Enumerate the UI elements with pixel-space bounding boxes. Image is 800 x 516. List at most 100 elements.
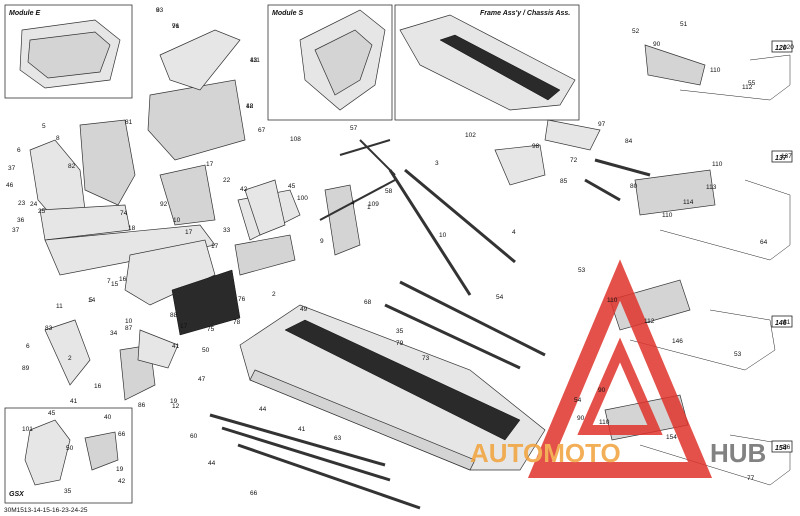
- callout-number: 58: [385, 188, 393, 195]
- module-e-inset: Module E: [4, 4, 133, 99]
- callout-number: 53: [578, 267, 586, 274]
- callout-number: 90: [653, 41, 661, 48]
- callout-number: 37: [12, 227, 20, 234]
- callout-number: 93: [156, 7, 164, 14]
- callout-number: 37: [8, 165, 16, 172]
- callout-number: 98: [532, 143, 540, 150]
- callout-number: 114: [683, 199, 694, 206]
- callout-number: 14: [88, 297, 96, 304]
- callout-number: 52: [632, 28, 640, 35]
- callout-number: 44: [259, 406, 267, 413]
- callout-number: 10: [439, 232, 447, 239]
- model-tags: 120 137 146 154: [771, 40, 793, 453]
- callout-number: 5: [89, 297, 93, 304]
- callout-number: 1: [367, 204, 371, 211]
- callout-number: 66: [250, 490, 258, 497]
- callout-number: 45: [48, 410, 56, 417]
- callout-number: 6: [17, 147, 21, 154]
- callout-number: 18: [246, 103, 254, 110]
- diagram-code: 30M1513-14-15-16-23-24-25: [4, 507, 88, 514]
- callout-number: 22: [223, 177, 231, 184]
- callout-number: 18: [128, 225, 136, 232]
- callout-number: 73: [422, 355, 430, 362]
- module-s-label: Module S: [272, 10, 303, 17]
- tunnel: [239, 304, 546, 471]
- callout-number: 5: [42, 123, 46, 130]
- callout-number: 83: [45, 325, 53, 332]
- callout-number: 146: [672, 338, 683, 345]
- callout-number: 50: [66, 445, 74, 452]
- callout-number: 8: [156, 7, 160, 14]
- callout-number: 41: [70, 398, 78, 405]
- callout-number: 24: [30, 201, 38, 208]
- callout-number: 72: [570, 157, 578, 164]
- callout-number: 15: [111, 281, 119, 288]
- callout-number: 61: [783, 319, 791, 326]
- callout-number: 55: [748, 80, 756, 87]
- callout-number: 8: [56, 135, 60, 142]
- callout-number: 102: [465, 132, 476, 139]
- callout-number: 86: [138, 402, 146, 409]
- callout-number: 76: [238, 296, 246, 303]
- callout-number: 7: [107, 278, 111, 285]
- callout-number: 51: [680, 21, 688, 28]
- callout-number: 34: [110, 330, 118, 337]
- callout-number: 19: [116, 466, 124, 473]
- callout-number: 2: [272, 291, 276, 298]
- callout-number: 40: [104, 414, 112, 421]
- callout-number: 87: [125, 325, 133, 332]
- callout-number: 90: [577, 415, 585, 422]
- callout-number: 54: [574, 397, 582, 404]
- callout-number: 110: [662, 212, 673, 219]
- callout-number: 78: [233, 319, 241, 326]
- callout-number: 46: [6, 182, 14, 189]
- callout-number: 79: [396, 340, 404, 347]
- callout-number: 89: [22, 365, 30, 372]
- left-parts: [29, 29, 361, 401]
- callout-number: 68: [364, 299, 372, 306]
- callout-number: 35: [396, 328, 404, 335]
- watermark: AUTOMOTO HUB: [470, 259, 766, 478]
- callout-number: 109: [368, 201, 379, 208]
- callout-number: 75: [207, 326, 215, 333]
- watermark-text-left: AUTOMOTO: [470, 438, 621, 468]
- frame-assy-inset: Frame Ass'y / Chassis Ass.: [394, 4, 580, 121]
- module-s-inset: Module S: [267, 4, 393, 121]
- callout-number: 64: [760, 239, 768, 246]
- callout-number: 82: [68, 163, 76, 170]
- callout-number: 47: [198, 376, 206, 383]
- callout-number: 80: [630, 183, 638, 190]
- callout-number: 10: [125, 318, 133, 325]
- callout-number: 81: [125, 119, 133, 126]
- tag-120: 120: [775, 45, 787, 52]
- callout-number: 54: [496, 294, 504, 301]
- module-e-label: Module E: [9, 10, 40, 17]
- callout-number: 63: [334, 435, 342, 442]
- callout-number: 84: [625, 138, 633, 145]
- callout-number: 154: [666, 434, 677, 441]
- callout-number: 23: [18, 200, 26, 207]
- callout-number: 137: [781, 153, 792, 160]
- callout-number: 66: [118, 431, 126, 438]
- callout-number: 44: [208, 460, 216, 467]
- callout-number: 60: [190, 433, 198, 440]
- callout-number: 11: [56, 303, 63, 310]
- callout-number: 97: [598, 121, 606, 128]
- callout-number: 88: [170, 312, 178, 319]
- callout-number: 12: [172, 403, 180, 410]
- callout-number: 42: [240, 186, 248, 193]
- tag-146: 146: [775, 320, 787, 327]
- callout-number: 35: [64, 488, 72, 495]
- callout-number: 92: [160, 201, 168, 208]
- callout-number: 17: [180, 323, 188, 330]
- callout-number: 4: [512, 229, 516, 236]
- callout-number: 25: [38, 208, 46, 215]
- watermark-text-right: HUB: [710, 438, 766, 468]
- callout-number: 110: [710, 67, 721, 74]
- callout-number: 53: [734, 351, 742, 358]
- callout-number: 16: [94, 383, 102, 390]
- callout-number: 17: [206, 161, 214, 168]
- callout-number: 49: [300, 306, 308, 313]
